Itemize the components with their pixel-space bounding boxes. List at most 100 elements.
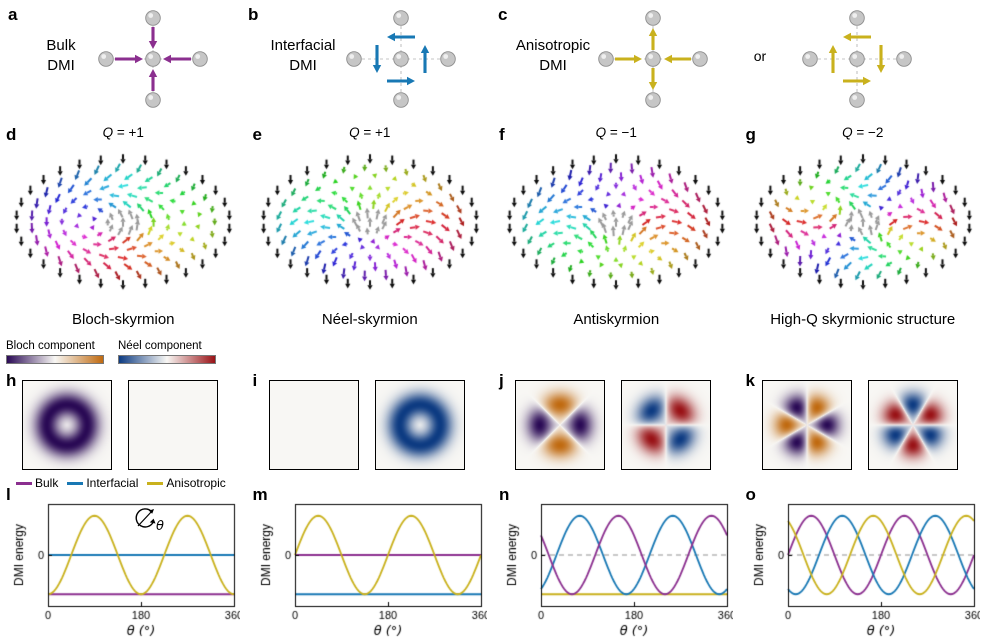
panel-b-interfacial-dmi: b Interfacial DMI (240, 0, 490, 118)
bloch-colorbar-gradient (6, 355, 104, 364)
bloch-component-map (22, 380, 112, 470)
dmi-energy-chart-m (258, 496, 487, 638)
dmi-title-line1: Bulk (46, 37, 76, 54)
panel-g-high-q-structure: g Q = −2 High-Q skyrmionic structure (740, 118, 986, 336)
panel-e-neel-skyrmion: e Q = +1 Néel-skyrmion (247, 118, 494, 336)
panel-i-maps: i (247, 336, 494, 474)
panel-n-chart: n (493, 474, 740, 640)
panel-h-maps: Bloch component Néel component h (0, 336, 247, 474)
panel-letter: b (248, 5, 259, 24)
neel-colorbar: Néel component (118, 340, 216, 364)
bloch-component-map (515, 380, 605, 470)
panel-letter: c (498, 5, 508, 24)
panel-letter: a (8, 5, 18, 24)
neel-component-map (867, 380, 958, 470)
antiskyrmion-texture (501, 146, 731, 296)
bloch-colorbar: Bloch component (6, 340, 104, 364)
dmi-title: Anisotropic DMI (506, 36, 600, 75)
panel-j-maps: j (493, 336, 740, 474)
panel-f-antiskyrmion: f Q = −1 Antiskyrmion (493, 118, 740, 336)
bloch-component-map (761, 380, 852, 470)
bloch-component-map (268, 380, 359, 470)
legend-line-interfacial (67, 482, 84, 485)
dmi-energy-chart-o (751, 496, 980, 638)
topological-charge-label: Q = +1 (0, 125, 247, 140)
interfacial-dmi-vector-diagram (346, 10, 456, 108)
map-boxes (268, 380, 465, 470)
neel-component-map (128, 380, 218, 470)
chart-legend: Bulk Interfacial Anisotropic (16, 476, 226, 490)
legend-line-bulk (16, 482, 32, 485)
q-value: = −2 (852, 125, 884, 140)
panel-letter: e (252, 125, 262, 144)
panel-letter: o (745, 485, 756, 504)
panel-k-maps: k (740, 336, 986, 474)
q-symbol: Q (842, 125, 853, 140)
q-value: = −1 (606, 125, 637, 140)
dmi-energy-chart-n (505, 496, 733, 638)
spin-texture-row: d Q = +1 Bloch-skyrmion e Q = +1 Néel-sk… (0, 118, 986, 336)
legend-item-bulk: Bulk (16, 476, 58, 490)
q-symbol: Q (102, 125, 114, 140)
q-value: = +1 (359, 125, 391, 140)
legend-item-anisotropic: Anisotropic (147, 476, 226, 490)
q-symbol: Q (349, 125, 360, 140)
map-boxes (515, 380, 711, 470)
component-map-row: Bloch component Néel component h i (0, 336, 986, 474)
bulk-dmi-vector-diagram (98, 10, 208, 108)
theta-symbol: θ (156, 519, 164, 534)
panel-l-chart: Bulk Interfacial Anisotropic l θ (0, 474, 247, 640)
neel-component-map (374, 380, 465, 470)
neel-colorbar-gradient (118, 355, 216, 364)
topological-charge-label: Q = +1 (247, 125, 494, 140)
bloch-colorbar-label: Bloch component (6, 340, 95, 352)
panel-letter: n (499, 485, 510, 504)
dmi-title-line2: DMI (47, 56, 75, 74)
neel-skyrmion-texture (254, 146, 485, 296)
panel-letter: g (745, 125, 756, 144)
panel-letter: j (499, 371, 504, 390)
texture-caption: Antiskyrmion (573, 311, 660, 328)
dmi-title: Interfacial DMI (258, 36, 348, 75)
high-q-texture (747, 146, 978, 296)
or-label: or (753, 48, 767, 64)
dmi-title-line1: Anisotropic (515, 37, 591, 54)
dmi-title: Bulk DMI (24, 36, 98, 75)
panel-letter: d (6, 125, 17, 144)
panel-o-chart: o (740, 474, 986, 640)
neel-component-map (621, 380, 711, 470)
legend-line-anisotropic (147, 482, 164, 485)
bloch-skyrmion-texture (8, 146, 238, 296)
q-value: = +1 (113, 125, 144, 140)
q-symbol: Q (595, 125, 607, 140)
panel-letter: l (6, 485, 11, 504)
texture-caption: Néel-skyrmion (321, 311, 418, 328)
panel-letter: f (499, 125, 505, 144)
topological-charge-label: Q = −1 (493, 125, 740, 140)
dmi-energy-chart-l (12, 496, 240, 638)
legend-label: Interfacial (86, 476, 139, 490)
neel-colorbar-label: Néel component (118, 340, 202, 352)
legend-item-interfacial: Interfacial (67, 476, 138, 490)
colorbar-legend: Bloch component Néel component (6, 340, 216, 364)
map-boxes (761, 380, 958, 470)
dmi-title-line2: DMI (289, 56, 317, 74)
panel-d-bloch-skyrmion: d Q = +1 Bloch-skyrmion (0, 118, 247, 336)
panel-letter: k (745, 371, 755, 390)
panel-c-anisotropic-dmi: c Anisotropic DMI or (490, 0, 986, 118)
legend-label: Anisotropic (166, 476, 226, 490)
energy-chart-row: Bulk Interfacial Anisotropic l θ m n o (0, 474, 986, 640)
map-boxes (22, 380, 218, 470)
anisotropic-dmi-vector-diagram-2 (802, 10, 912, 108)
anisotropic-dmi-vector-diagram-1 (598, 10, 708, 108)
legend-label: Bulk (35, 476, 59, 490)
topological-charge-label: Q = −2 (740, 125, 986, 140)
panel-m-chart: m (247, 474, 494, 640)
texture-caption: High-Q skyrmionic structure (770, 311, 956, 328)
texture-caption: Bloch-skyrmion (71, 311, 175, 328)
panel-a-bulk-dmi: a Bulk DMI (0, 0, 240, 118)
panel-letter: h (6, 371, 17, 390)
dmi-title-line2: DMI (539, 56, 567, 74)
theta-rotation-icon: θ (135, 508, 164, 534)
